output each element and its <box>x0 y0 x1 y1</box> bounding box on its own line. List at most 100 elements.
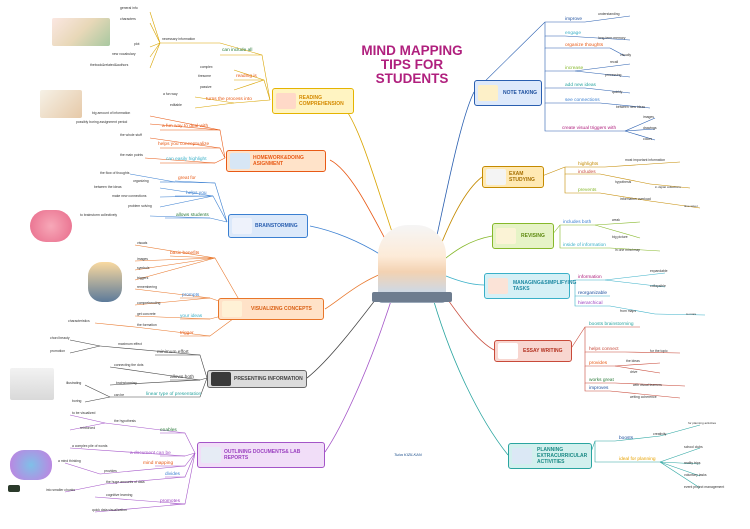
topic-note-taking[interactable]: NOTE TAKING <box>474 80 542 106</box>
brain-icon <box>232 218 252 234</box>
label-recall: recall <box>610 60 619 64</box>
label-expandable: expandable <box>650 269 668 273</box>
title-line-3: STUDENTS <box>375 71 449 86</box>
topic-label: MANAGING&SIMPLIFYING TASKS <box>513 280 577 292</box>
topic-brainstorming[interactable]: BRAINSTORMING <box>228 214 308 238</box>
label-ideal-for-planning: ideal for planning <box>619 457 656 462</box>
managing-icon <box>488 278 508 294</box>
label-symbols: symbols <box>137 266 150 270</box>
label-reading-is: reading is <box>236 74 257 79</box>
topic-essay-writing[interactable]: ESSAY WRITING <box>494 340 572 362</box>
label-colors: colors <box>643 137 653 141</box>
label-chord-beauty: chord beauty <box>50 336 70 340</box>
chalkboard-thumbnail <box>8 485 20 492</box>
label-can-easily-highlight: can easily highlight <box>166 157 207 162</box>
visual-head-illustration <box>88 262 122 302</box>
label-drive: drive <box>630 370 638 374</box>
label-a-mind-thinking: a mind thinking <box>58 459 81 463</box>
topic-managing-tasks[interactable]: MANAGING&SIMPLIFYING TASKS <box>484 273 576 299</box>
label-improve: improve <box>565 17 583 22</box>
label-allows-students: allows students <box>176 213 209 218</box>
label-understanding: understanding <box>598 12 620 16</box>
label-organizing: organizing <box>133 179 149 183</box>
label-can-include-all: can include all <box>222 48 253 53</box>
label-brainstorming-sub: brainstorming <box>116 381 137 385</box>
label-can-be: can be <box>114 393 125 397</box>
label-writing-coherence: writing coherence <box>630 395 657 399</box>
label-cognitive: cognitive learning <box>106 493 133 497</box>
label-reorganizable: reorganizable <box>578 291 608 296</box>
label-minimum-effort: minimum effort <box>157 350 189 355</box>
label-helps-connect: helps connect <box>589 347 619 352</box>
label-linear-type: linear type of presentation <box>146 392 202 397</box>
topic-label: REVISING <box>521 233 545 239</box>
label-boosts-planning: boosts <box>619 436 634 441</box>
exam-icon <box>486 169 506 185</box>
label-visually: visually <box>620 53 632 57</box>
label-boosts-brainstorming: boosts brainstorming <box>589 322 634 327</box>
label-enables: enables <box>160 428 177 433</box>
label-organize-thoughts: organize thoughts <box>565 43 604 48</box>
label-plot: plot <box>134 42 140 46</box>
homework-icon <box>230 153 250 169</box>
label-reality-trips: reality trips <box>684 461 701 465</box>
label-into-smaller: into smaller chunks <box>46 488 76 492</box>
topic-homework[interactable]: HOMEWORK&DOING ASIGNMENT <box>226 150 326 172</box>
homework-people-illustration <box>40 90 82 118</box>
topic-planning-activities[interactable]: PLANNING EXTRACURRICULAR ACTIVITIES <box>508 443 592 469</box>
label-the-hypothesis: the hypothesis <box>114 419 136 423</box>
label-highlights: highlights <box>578 162 599 167</box>
label-provides-essay: provides <box>589 361 608 366</box>
label-necessary-information: necessary information <box>162 37 196 41</box>
topic-label: READING COMPREHENSION <box>299 95 344 107</box>
label-get-concrete: get concrete <box>137 312 156 316</box>
label-illustrating: illustrating <box>66 381 82 385</box>
label-quickly: quickly <box>612 90 623 94</box>
label-long-term: long-term memory <box>598 36 626 40</box>
label-images-notes: images <box>643 115 654 119</box>
topic-exam-studying[interactable]: EXAM STUDYING <box>482 166 544 188</box>
label-add-new-ideas: add new ideas <box>565 83 596 88</box>
topic-reading-comprehension[interactable]: READING COMPREHENSION <box>272 88 354 114</box>
visualizing-icon <box>222 301 242 317</box>
author-signature: Tuba KIZILKAN <box>394 452 422 457</box>
title-line-2: TIPS FOR <box>380 57 444 72</box>
essay-icon <box>498 343 518 359</box>
label-the-ideas: the ideas <box>626 359 640 363</box>
topic-label: PRESENTING INFORMATION <box>234 376 303 382</box>
label-information-manage: information <box>578 275 602 280</box>
topic-outlining-documents[interactable]: OUTLINING DOCUMENTS& LAB REPORTS <box>197 442 325 468</box>
label-divides: divides <box>165 472 180 477</box>
label-trigger: trigger <box>180 331 194 336</box>
label-visuals: visuals <box>137 241 148 245</box>
label-turns-the-process: turns the process into <box>206 97 252 102</box>
label-to-brainstorm: to brainstorm collectively <box>80 213 118 217</box>
label-includes-both: includes both <box>563 220 592 225</box>
label-a-document: a document can be <box>130 451 171 456</box>
topic-label: ESSAY WRITING <box>523 348 563 354</box>
topic-label: HOMEWORK&DOING ASIGNMENT <box>253 155 304 167</box>
label-huge-amounts: the huge amounts of data <box>106 480 145 484</box>
topic-label: OUTLINING DOCUMENTS& LAB REPORTS <box>224 449 301 461</box>
label-the-formation: the formation <box>137 323 157 327</box>
topic-visualizing-concepts[interactable]: VISUALIZING CONCEPTS <box>218 298 324 320</box>
label-triggers: triggers <box>137 276 149 280</box>
label-basic-benefits: basic benefits <box>170 251 200 256</box>
topic-label: PLANNING EXTRACURRICULAR ACTIVITIES <box>537 447 588 465</box>
label-promotes: promotes <box>160 499 180 504</box>
label-the-book: thebook&related&authors <box>90 63 129 67</box>
label-helps-you-brain: helps you <box>186 191 207 196</box>
label-processing: processing <box>605 73 622 77</box>
topic-label: VISUALIZING CONCEPTS <box>251 306 312 312</box>
label-big-picture: big picture <box>612 235 628 239</box>
label-allows-both: allows both <box>170 375 194 380</box>
central-student-illustration <box>378 225 446 303</box>
label-drawings: drawings <box>643 126 657 130</box>
label-create-visual: create visual triggers with <box>562 126 617 131</box>
label-in-digital: in digital collections <box>655 185 681 189</box>
label-weak: weak <box>612 218 620 222</box>
topic-revising[interactable]: REVISING <box>492 223 554 249</box>
reading-girl-photo <box>52 18 110 46</box>
topic-presenting-information[interactable]: PRESENTING INFORMATION <box>207 370 307 388</box>
label-improves: improves <box>589 386 609 391</box>
